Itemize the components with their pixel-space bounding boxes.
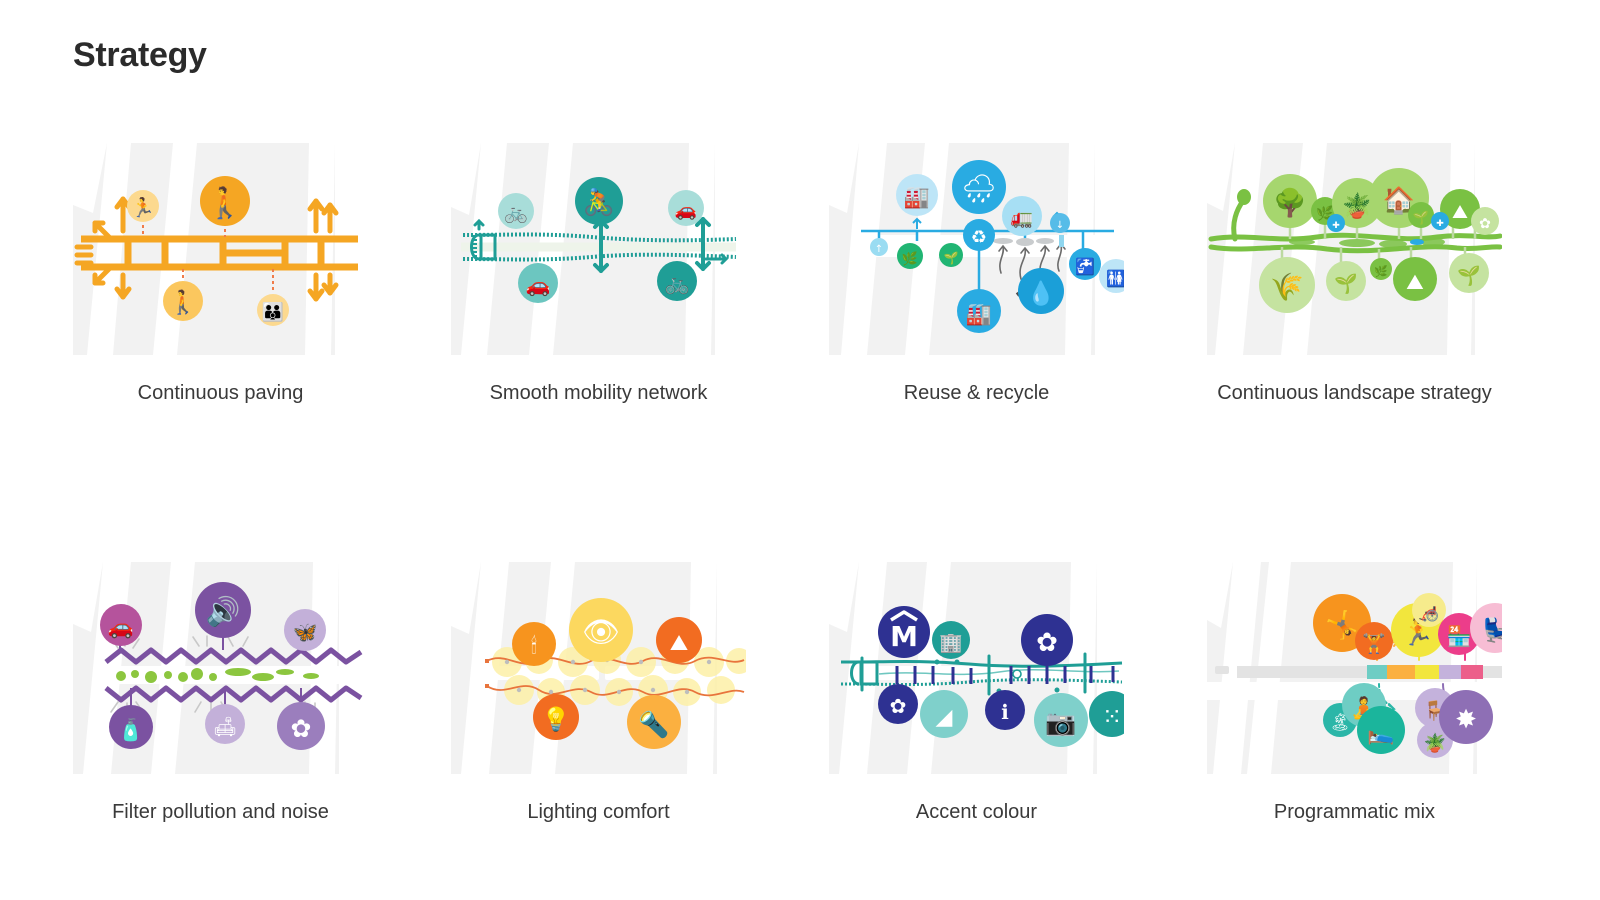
svg-text:✚: ✚ <box>1436 219 1444 229</box>
strategy-cell-reuse-recycle[interactable]: 🌧 🏭 ♻ 🚛 ↓ 🏭 💧 <box>829 143 1124 407</box>
strategy-grid: 🚶 🏃 🚶 👪 Continuous paving <box>73 143 1513 826</box>
strategy-row-1: 🚶 🏃 🚶 👪 Continuous paving <box>73 143 1513 407</box>
panel-caption: Continuous paving <box>137 382 304 404</box>
svg-text:✿: ✿ <box>1036 628 1058 658</box>
svg-text:🪴: 🪴 <box>1424 732 1446 754</box>
svg-text:🦽: 🦽 <box>1418 603 1439 623</box>
svg-text:🚶: 🚶 <box>206 185 243 221</box>
strategy-cell-lighting-comfort[interactable]: 👁 🕯 ⛰ 💡 🔦 Lighting comfort <box>451 562 746 826</box>
svg-text:🔊: 🔊 <box>206 594 241 628</box>
svg-text:🚗: 🚗 <box>675 200 697 221</box>
panel-accent-colour[interactable]: M 🏢 ✿ ✿ ◢ ℹ 📷 <box>829 562 1124 774</box>
svg-text:🏭: 🏭 <box>966 302 992 326</box>
svg-text:↑: ↑ <box>875 244 883 255</box>
svg-text:🚰: 🚰 <box>1075 257 1095 276</box>
svg-text:🌳: 🌳 <box>1273 186 1307 219</box>
svg-text:🚻: 🚻 <box>1106 269 1124 288</box>
panel-caption: Accent colour <box>915 801 1038 823</box>
svg-text:🚴: 🚴 <box>583 187 615 218</box>
strategy-cell-continuous-paving[interactable]: 🚶 🏃 🚶 👪 Continuous paving <box>73 143 368 407</box>
strategy-cell-accent-colour[interactable]: M 🏢 ✿ ✿ ◢ ℹ 📷 <box>829 562 1124 826</box>
panel-continuous-landscape-strategy[interactable]: 🌳 🌿 🪴 🏠 🌱 ⛰ ✿ <box>1207 143 1502 355</box>
panel-lighting-comfort[interactable]: 👁 🕯 ⛰ 💡 🔦 <box>451 562 746 774</box>
svg-text:🚗: 🚗 <box>526 273 551 297</box>
svg-text:⛰: ⛰ <box>1406 270 1424 294</box>
svg-text:👁: 👁 <box>582 615 620 650</box>
svg-text:🚲: 🚲 <box>665 271 690 295</box>
strategy-cell-filter-pollution-and-noise[interactable]: 🔊 🚗 🦋 🧴 🛋 ✿ <box>73 562 368 826</box>
panel-caption: Reuse & recycle <box>903 382 1050 404</box>
strategy-cell-smooth-mobility-network[interactable]: 🚴 🚲 🚗 🚗 🚲 Smooth mobility network <box>451 143 746 407</box>
svg-text:✿: ✿ <box>291 714 312 743</box>
svg-text:🏃: 🏃 <box>131 196 155 219</box>
svg-text:💺: 💺 <box>1481 617 1502 644</box>
svg-text:👪: 👪 <box>262 301 284 323</box>
svg-text:🌱: 🌱 <box>1334 273 1358 295</box>
svg-text:🔦: 🔦 <box>638 710 669 740</box>
svg-text:🚲: 🚲 <box>504 202 528 224</box>
svg-text:🌾: 🌾 <box>1270 272 1304 303</box>
panel-caption: Smooth mobility network <box>489 382 708 404</box>
svg-text:⛰: ⛰ <box>670 631 688 656</box>
svg-text:🌧: 🌧 <box>961 172 997 205</box>
svg-text:ℹ: ℹ <box>1001 700 1009 724</box>
svg-text:🤸: 🤸 <box>1325 609 1359 641</box>
panel-caption: Programmatic mix <box>1273 801 1436 823</box>
panel-caption: Filter pollution and noise <box>112 801 329 823</box>
svg-text:🌱: 🌱 <box>944 251 959 265</box>
svg-text:🚛: 🚛 <box>1011 208 1033 229</box>
svg-text:✚: ✚ <box>1332 221 1340 231</box>
svg-text:🌿: 🌿 <box>902 251 918 267</box>
strategy-cell-continuous-landscape-strategy[interactable]: 🌳 🌿 🪴 🏠 🌱 ⛰ ✿ <box>1207 143 1502 407</box>
svg-text:🌱: 🌱 <box>1457 265 1481 287</box>
svg-text:♻: ♻ <box>971 227 987 248</box>
panel-reuse-recycle[interactable]: 🌧 🏭 ♻ 🚛 ↓ 🏭 💧 <box>829 143 1124 355</box>
svg-text:📷: 📷 <box>1045 708 1076 737</box>
svg-text:🏭: 🏭 <box>904 185 930 209</box>
svg-text:🏋: 🏋 <box>1362 632 1386 655</box>
strategy-cell-programmatic-mix[interactable]: 🤸 🏋 🏃 🦽 🏪 💺 🏝 <box>1207 562 1502 826</box>
panel-caption: Continuous landscape strategy <box>1217 382 1492 404</box>
svg-text:↓: ↓ <box>1056 220 1064 231</box>
svg-text:M: M <box>890 620 918 653</box>
svg-text:🕯: 🕯 <box>531 634 537 658</box>
panel-smooth-mobility-network[interactable]: 🚴 🚲 🚗 🚗 🚲 <box>451 143 746 355</box>
svg-text:🛌: 🛌 <box>1367 721 1394 746</box>
panel-caption: Lighting comfort <box>527 801 670 823</box>
svg-text:◢: ◢ <box>936 705 953 730</box>
svg-text:✿: ✿ <box>1479 216 1491 232</box>
svg-text:🏝: 🏝 <box>1329 713 1351 733</box>
svg-text:⛰: ⛰ <box>1452 201 1468 223</box>
svg-text:✿: ✿ <box>890 694 907 718</box>
svg-text:🧴: 🧴 <box>118 717 144 742</box>
svg-text:⁙: ⁙ <box>1102 703 1122 731</box>
svg-text:🦋: 🦋 <box>293 620 318 644</box>
svg-text:🚶: 🚶 <box>169 289 198 316</box>
svg-text:🛋: 🛋 <box>213 716 237 738</box>
svg-text:✸: ✸ <box>1455 705 1477 735</box>
svg-text:🏪: 🏪 <box>1447 624 1472 648</box>
strategy-row-2: 🔊 🚗 🦋 🧴 🛋 ✿ <box>73 562 1513 826</box>
svg-text:💡: 💡 <box>542 706 571 733</box>
panel-filter-pollution-and-noise[interactable]: 🔊 🚗 🦋 🧴 🛋 ✿ <box>73 562 368 774</box>
page-title: Strategy <box>73 36 207 74</box>
panel-programmatic-mix[interactable]: 🤸 🏋 🏃 🦽 🏪 💺 🏝 <box>1207 562 1502 774</box>
svg-text:🏢: 🏢 <box>939 632 963 654</box>
svg-text:🪴: 🪴 <box>1342 191 1372 220</box>
svg-text:🌿: 🌿 <box>1374 265 1388 278</box>
svg-text:💧: 💧 <box>1027 280 1056 307</box>
svg-text:🌱: 🌱 <box>1413 210 1429 226</box>
svg-text:🚗: 🚗 <box>108 615 134 639</box>
panel-continuous-paving[interactable]: 🚶 🏃 🚶 👪 <box>73 143 368 355</box>
